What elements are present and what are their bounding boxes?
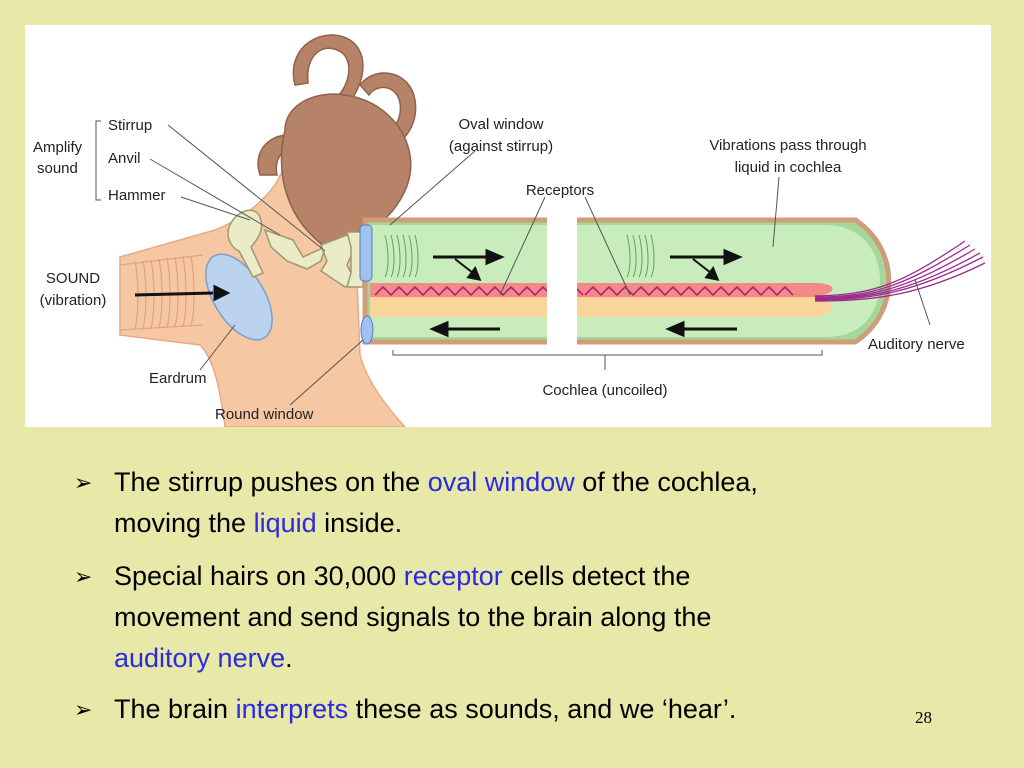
label-against-stirrup: (against stirrup) [449, 138, 553, 155]
highlight-liquid: liquid [253, 508, 317, 538]
text: The stirrup pushes on the [114, 467, 428, 497]
text: Special hairs on 30,000 [114, 561, 404, 591]
ear-cochlea-diagram: Amplify sound Stirrup Anvil Hammer SOUND… [25, 25, 991, 427]
arrow-bullet-icon: ➢ [74, 697, 93, 722]
ossicles [227, 209, 364, 288]
oval-window [359, 224, 373, 282]
text: moving the [114, 508, 254, 538]
eardrum [205, 253, 273, 341]
bullet-item-receptors: ➢ Special hairs on 30,000 receptor cells… [74, 556, 974, 679]
label-vibration: (vibration) [40, 292, 107, 309]
flow-arrows [134, 248, 743, 338]
highlight-auditory-nerve: auditory nerve [114, 643, 286, 673]
auditory-nerve [814, 240, 986, 302]
label-cochlea: Cochlea (uncoiled) [542, 382, 667, 399]
vibration-waves [384, 234, 655, 278]
ear-illustration: Amplify sound Stirrup Anvil Hammer SOUND… [33, 34, 986, 427]
label-vibrations-pass: Vibrations pass through [709, 137, 866, 154]
bullet-line: auditory nerve. [114, 638, 974, 679]
text: of the cochlea, [574, 467, 758, 497]
bullet-item-brain: ➢ The brain interprets these as sounds, … [74, 689, 974, 730]
label-eardrum: Eardrum [149, 370, 207, 387]
slide-number: 28 [915, 708, 932, 727]
leader-lines [95, 120, 931, 406]
label-liquid-in-cochlea: liquid in cochlea [735, 159, 842, 176]
label-anvil: Anvil [108, 150, 141, 167]
text: The brain [114, 694, 236, 724]
basilar-membrane-lower [370, 297, 832, 317]
label-sound-in: SOUND [46, 270, 100, 287]
text: these as sounds, and we ‘hear’. [348, 694, 737, 724]
label-oval-window: Oval window [458, 116, 543, 133]
cochlea-break [547, 215, 577, 350]
text: inside. [316, 508, 403, 538]
bullet-line: Special hairs on 30,000 receptor cells d… [114, 556, 974, 597]
label-round-window: Round window [215, 406, 314, 423]
bullet-line: The brain interprets these as sounds, an… [114, 689, 974, 730]
bullet-line: moving the liquid inside. [114, 503, 974, 544]
label-amplify: Amplify [33, 139, 83, 156]
bullet-item-stirrup: ➢ The stirrup pushes on the oval window … [74, 462, 974, 544]
label-stirrup: Stirrup [108, 117, 152, 134]
label-receptors: Receptors [526, 182, 594, 199]
highlight-interprets: interprets [235, 694, 349, 724]
bullet-list: ➢ The stirrup pushes on the oval window … [74, 462, 974, 730]
text: cells detect the [502, 561, 691, 591]
semicircular-canals [257, 34, 417, 248]
label-hammer: Hammer [108, 187, 166, 204]
cochlea-liquid [370, 225, 880, 337]
text: . [285, 643, 293, 673]
bullet-line: movement and send signals to the brain a… [114, 602, 712, 632]
bullet-line: The stirrup pushes on the oval window of… [114, 462, 974, 503]
round-window [360, 315, 374, 345]
highlight-receptor: receptor [403, 561, 503, 591]
label-sound: sound [37, 160, 78, 177]
arrow-bullet-icon: ➢ [74, 470, 93, 495]
highlight-oval-window: oval window [427, 467, 575, 497]
label-auditory-nerve: Auditory nerve [868, 336, 965, 353]
arrow-bullet-icon: ➢ [74, 564, 93, 589]
